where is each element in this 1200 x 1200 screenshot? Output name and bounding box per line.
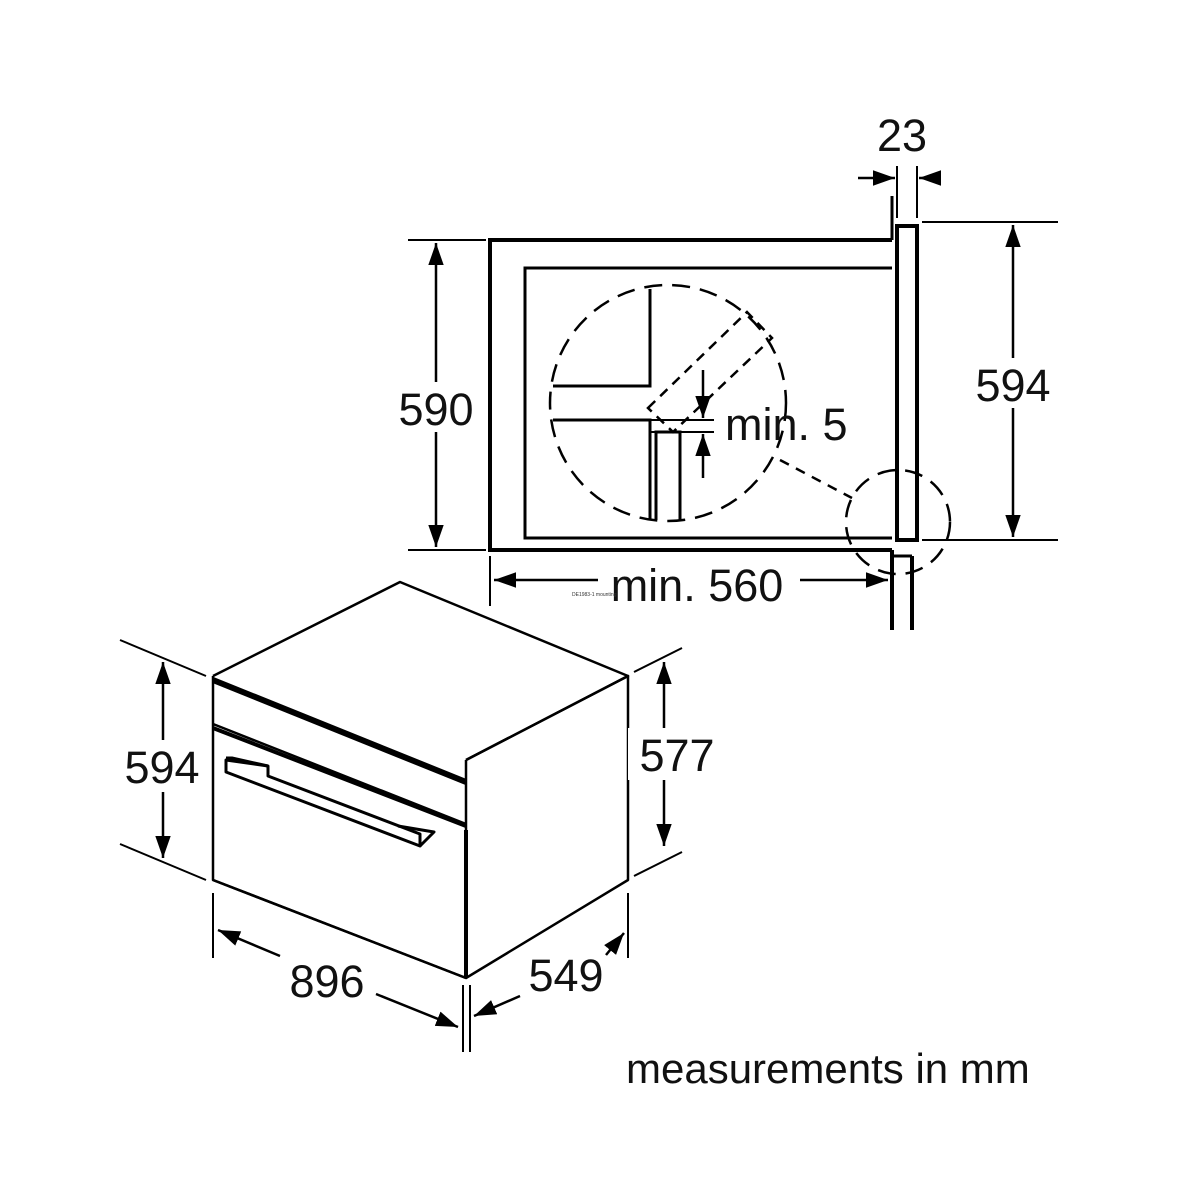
- dim-appliance-width: [212, 893, 464, 1052]
- fine-print-text: DE1983-1 mounting: [572, 592, 617, 598]
- detail-wall-lower: [553, 418, 652, 520]
- appliance-front-face: [211, 676, 468, 980]
- detail-panel: [654, 430, 682, 520]
- dim-niche-height-bg: [392, 382, 480, 432]
- dim-panel-height-bg: [968, 358, 1060, 408]
- detail-tilted-door: [646, 310, 774, 434]
- dim-appliance-depth: [469, 893, 629, 1052]
- dim-panel-thickness: [858, 166, 941, 218]
- appliance-top-face: [212, 580, 630, 762]
- detail-interior: [553, 289, 774, 520]
- appliance-side-face: [465, 674, 630, 980]
- appliance-handle-tab-left: [226, 756, 269, 768]
- dim-appliance-height-bg: [118, 740, 208, 792]
- appliance-isometric: [211, 580, 630, 980]
- detail-circle-small: [844, 468, 952, 576]
- detail-connector: [779, 458, 853, 500]
- dim-appliance-width-label: 896: [289, 956, 364, 1007]
- detail-circle-large: [548, 283, 788, 523]
- dim-niche-depth: [489, 556, 888, 606]
- detail-wall-upper: [553, 289, 652, 388]
- dim-niche-depth-label: min. 560: [611, 560, 784, 611]
- appliance-strip-edge: [212, 722, 467, 826]
- dim-gap-label: min. 5: [725, 399, 848, 450]
- appliance-door-frame: [212, 726, 468, 978]
- appliance-control-strip: [211, 677, 468, 785]
- appliance-handle-tab-right: [397, 824, 436, 848]
- appliance-door-bottom: [212, 878, 467, 980]
- niche-outer-wall: [488, 238, 892, 552]
- measurement-units-note: measurements in mm: [626, 1045, 1030, 1092]
- dim-appliance-side-height-bg: [628, 728, 718, 780]
- dim-appliance-height-label: 594: [124, 742, 199, 793]
- dim-appliance-depth-label: 549: [528, 950, 603, 1001]
- appliance-handle: [224, 758, 422, 848]
- dim-panel-thickness-label: 23: [877, 110, 927, 161]
- niche-inner-wall: [523, 266, 892, 540]
- dim-appliance-side-height-label: 577: [639, 730, 714, 781]
- front-panel: [895, 224, 919, 542]
- detail-callouts: [548, 283, 952, 576]
- niche-section-view: [488, 196, 919, 630]
- dim-panel-height-label: 594: [975, 360, 1050, 411]
- dim-niche-height-label: 590: [398, 384, 473, 435]
